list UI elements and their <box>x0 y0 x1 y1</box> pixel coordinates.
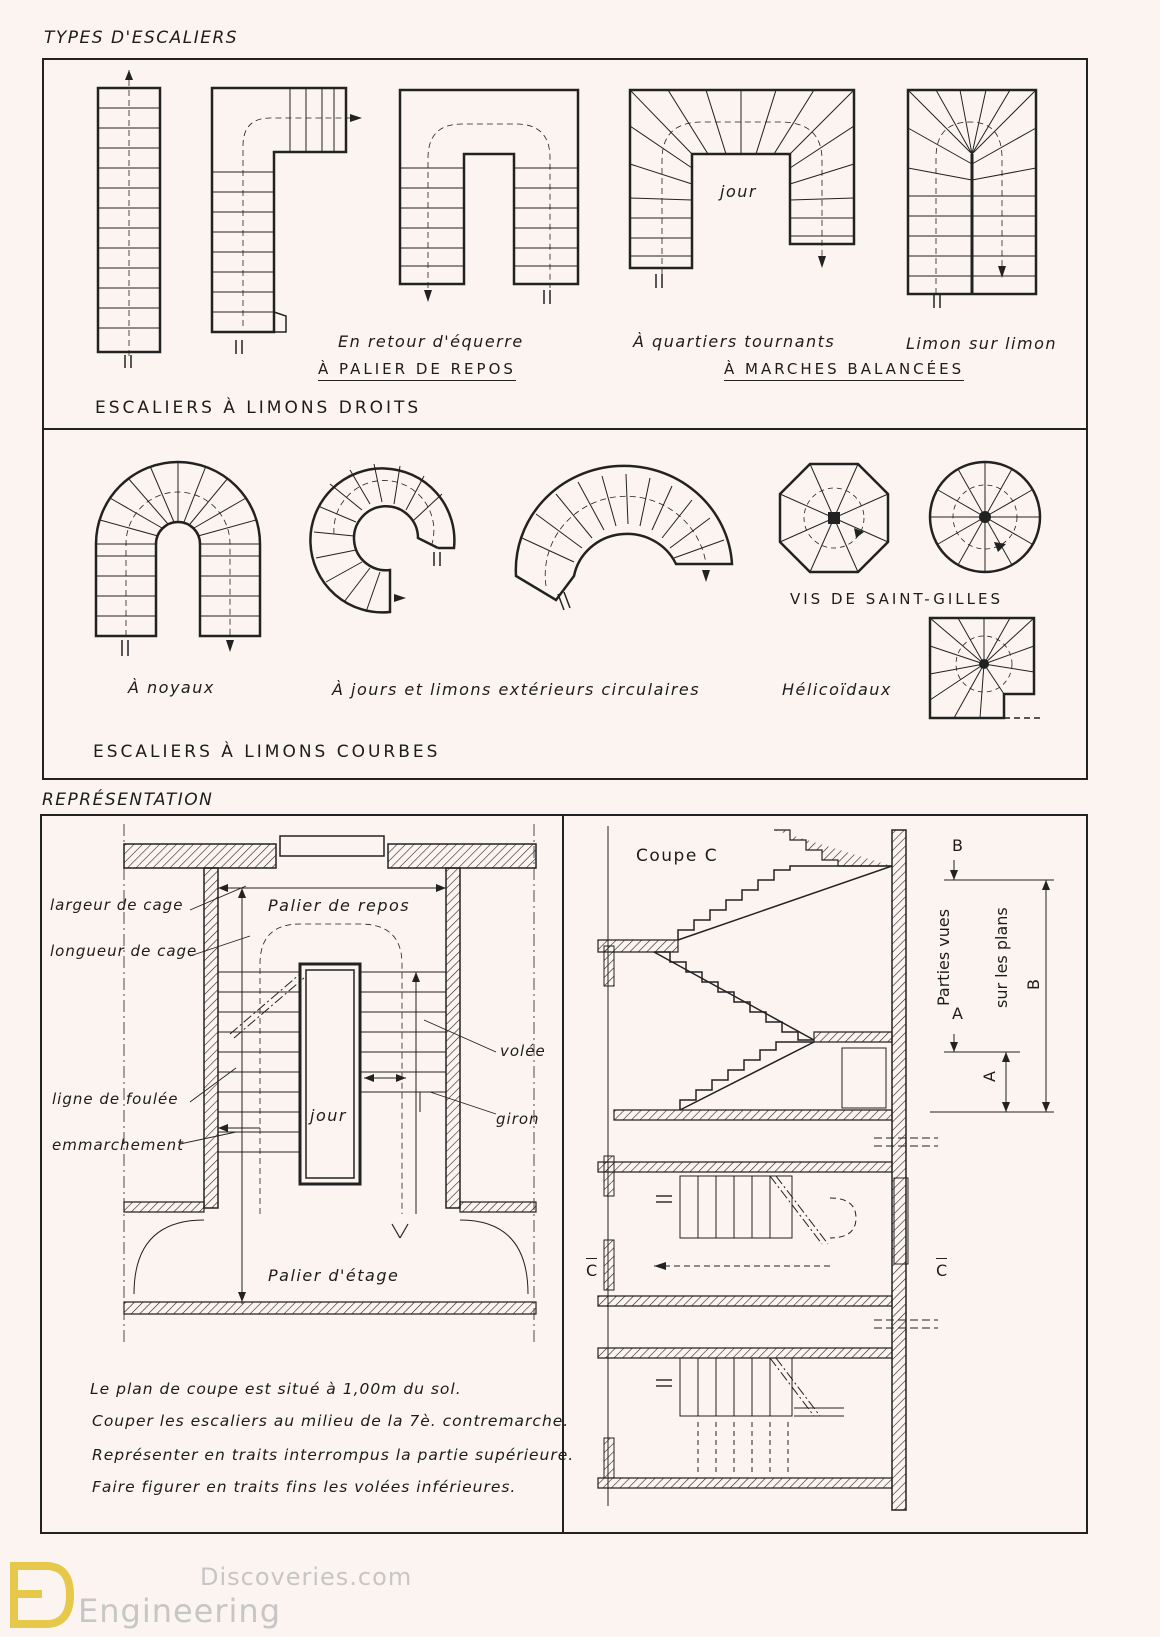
section-drawing <box>594 826 944 1516</box>
caption-helico: Hélicoïdaux <box>782 680 892 699</box>
caption-retour: En retour d'équerre <box>338 332 524 351</box>
c-right-mark: C <box>936 1258 948 1280</box>
half-ring-stair-drawing <box>512 472 734 622</box>
group-limons-droits: ESCALIERS À LIMONS DROITS <box>95 398 422 418</box>
logo-text-bottom: Engineering <box>78 1592 281 1630</box>
engineering-discoveries-logo <box>10 1562 75 1628</box>
noyaux-stair-drawing <box>94 460 262 660</box>
limon-stair-drawing <box>906 88 1038 308</box>
caption-limon: Limon sur limon <box>906 334 1058 353</box>
coupe-label: Coupe C <box>636 846 719 866</box>
parties-vues-2: sur les plans <box>992 907 1011 1008</box>
section-dimensions <box>930 850 1060 1120</box>
l-stair-drawing <box>210 86 362 358</box>
quartiers-stair-drawing <box>628 88 856 294</box>
label-largeur: largeur de cage <box>50 896 184 914</box>
note-1: Le plan de coupe est situé à 1,00m du so… <box>90 1380 462 1398</box>
b-dim: B <box>1024 979 1043 990</box>
label-palier-etage: Palier d'étage <box>268 1266 400 1285</box>
a-dim: A <box>980 1071 999 1082</box>
u-stair-drawing <box>398 88 580 310</box>
plan-view-drawing <box>120 824 540 1344</box>
label-palier-repos: Palier de repos <box>268 896 411 915</box>
a-mark: A <box>952 1004 963 1023</box>
representation-divider <box>562 814 564 1534</box>
caption-vis: VIS DE SAINT-GILLES <box>790 590 1003 608</box>
caption-palier: À PALIER DE REPOS <box>318 360 516 381</box>
circle-spiral-drawing <box>928 460 1042 574</box>
note-2: Couper les escaliers au milieu de la 7è.… <box>92 1412 570 1430</box>
note-4: Faire figurer en traits fins les volées … <box>92 1478 517 1496</box>
label-longueur: longueur de cage <box>50 942 198 960</box>
representation-title: REPRÉSENTATION <box>42 790 214 810</box>
types-title: TYPES D'ESCALIERS <box>44 28 239 48</box>
straight-stair-drawing <box>96 70 162 370</box>
square-spiral-drawing <box>928 616 1040 724</box>
types-divider <box>42 428 1088 430</box>
parties-vues-1: Parties vues <box>934 908 953 1006</box>
c-left-mark: C <box>586 1258 598 1280</box>
caption-balancees: À MARCHES BALANCÉES <box>724 360 965 381</box>
logo-text-top: Discoveries.com <box>200 1563 413 1591</box>
label-jour: jour <box>310 1106 347 1125</box>
b-mark: B <box>952 836 963 855</box>
label-foulee: ligne de foulée <box>52 1090 179 1108</box>
representation-frame <box>40 814 1088 1534</box>
group-limons-courbes: ESCALIERS À LIMONS COURBES <box>93 742 441 762</box>
types-frame <box>42 58 1088 780</box>
jour-label: jour <box>720 182 757 201</box>
note-3: Représenter en traits interrompus la par… <box>92 1446 575 1464</box>
circular-stair-drawing <box>310 462 456 622</box>
octagon-spiral-drawing <box>778 462 890 574</box>
label-volee: volée <box>500 1042 546 1060</box>
caption-quartiers: À quartiers tournants <box>633 332 836 351</box>
caption-jours: À jours et limons extérieurs circulaires <box>332 680 701 699</box>
label-giron: giron <box>496 1110 540 1128</box>
label-emmarchement: emmarchement <box>52 1136 185 1154</box>
caption-noyaux: À noyaux <box>128 678 215 697</box>
plan-leader-lines <box>40 880 580 1180</box>
